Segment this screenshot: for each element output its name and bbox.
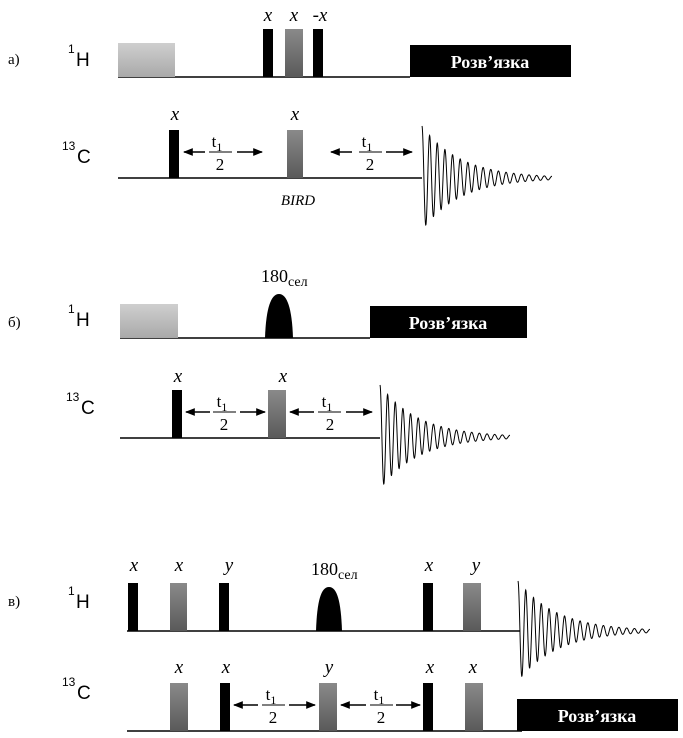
h1-decoupling-label: Розв’язка bbox=[451, 52, 530, 72]
c13-decoupling-block bbox=[517, 699, 678, 731]
c13-pulse-180 bbox=[465, 683, 483, 731]
c13-pulse-180-y bbox=[319, 683, 337, 731]
h1-label-sup: 1 bbox=[68, 302, 75, 316]
t1-label: t1 bbox=[266, 685, 277, 707]
h1-presaturation-block bbox=[118, 43, 175, 77]
c13-label-elem: C bbox=[77, 683, 91, 704]
c13-pulse-90 bbox=[172, 390, 182, 438]
h1-selective-label: 180сел bbox=[311, 559, 358, 583]
h1-phase-3: -x bbox=[313, 5, 328, 26]
t1-label: t1 bbox=[374, 685, 385, 707]
t1-label: t1 bbox=[322, 392, 333, 414]
t1-label: t1 bbox=[217, 392, 228, 414]
c13-phase-2: x bbox=[221, 657, 231, 678]
half-den: 2 bbox=[220, 415, 229, 434]
h1-label-sup: 1 bbox=[68, 42, 75, 56]
panel-b: б) 1 H 180сел Розв’язка 13 C x x t1 2 t1… bbox=[8, 266, 527, 485]
half-den: 2 bbox=[216, 155, 225, 174]
h1-label-elem: H bbox=[76, 592, 90, 613]
c13-label-elem: C bbox=[81, 398, 95, 419]
h1-selective-pulse bbox=[316, 587, 342, 631]
c13-decoupling-label: Розв’язка bbox=[558, 706, 637, 726]
c13-phase-4: x bbox=[425, 657, 435, 678]
c13-phase-2: x bbox=[278, 366, 288, 387]
h1-phase-5: y bbox=[470, 555, 481, 576]
h1-phase-2: x bbox=[289, 5, 299, 26]
panel-b-letter: б) bbox=[8, 315, 21, 331]
h1-pulse-180 bbox=[285, 29, 303, 77]
c13-phase-5: x bbox=[468, 657, 478, 678]
h1-pulse-180-y bbox=[463, 583, 481, 631]
c13-phase-3: y bbox=[323, 657, 334, 678]
panel-a: а) 1 H x x -x Розв’язка 13 C x x t1 2 t1… bbox=[8, 5, 571, 226]
c13-pulse-90 bbox=[423, 683, 433, 731]
c13-label-sup: 13 bbox=[62, 139, 76, 153]
h1-selective-label: 180сел bbox=[261, 266, 308, 290]
half-den: 2 bbox=[326, 415, 335, 434]
h1-phase-3: y bbox=[223, 555, 234, 576]
half-den: 2 bbox=[377, 708, 386, 727]
h1-decoupling-block bbox=[410, 45, 571, 77]
t1-label: t1 bbox=[212, 132, 223, 154]
h1-selective-pulse bbox=[265, 294, 293, 338]
h1-pulse-90-y bbox=[219, 583, 229, 631]
c13-pulse-180 bbox=[268, 390, 286, 438]
h1-pulse-90 bbox=[423, 583, 433, 631]
panel-c: в) 1 H x x y 180сел x y 13 C x x y x x t… bbox=[8, 555, 678, 732]
c13-pulse-90 bbox=[220, 683, 230, 731]
half-den: 2 bbox=[269, 708, 278, 727]
c13-phase-1: x bbox=[173, 366, 183, 387]
panel-c-letter: в) bbox=[8, 594, 20, 610]
h1-decoupling-label: Розв’язка bbox=[409, 313, 488, 333]
h1-pulse-180 bbox=[170, 583, 187, 631]
c13-pulse-180 bbox=[170, 683, 188, 731]
fid-signal bbox=[421, 125, 553, 226]
c13-label-sup: 13 bbox=[66, 390, 80, 404]
h1-presaturation-block bbox=[120, 304, 178, 338]
h1-phase-2: x bbox=[174, 555, 184, 576]
half-den: 2 bbox=[366, 155, 375, 174]
h1-label-elem: H bbox=[76, 310, 90, 331]
c13-phase-2: x bbox=[290, 104, 300, 125]
h1-phase-4: x bbox=[424, 555, 434, 576]
c13-label-elem: C bbox=[77, 147, 91, 168]
c13-pulse-180 bbox=[287, 130, 303, 178]
bird-label: BIRD bbox=[281, 193, 315, 209]
c13-phase-1: x bbox=[174, 657, 184, 678]
h1-pulse-90-minus bbox=[313, 29, 323, 77]
fid-signal bbox=[379, 384, 511, 485]
h1-label-elem: H bbox=[76, 50, 90, 71]
c13-phase-1: x bbox=[170, 104, 180, 125]
h1-label-sup: 1 bbox=[68, 584, 75, 598]
fid-signal bbox=[517, 580, 651, 678]
h1-decoupling-block bbox=[370, 306, 527, 338]
h1-phase-1: x bbox=[263, 5, 273, 26]
h1-phase-1: x bbox=[129, 555, 139, 576]
h1-pulse-90 bbox=[263, 29, 273, 77]
c13-label-sup: 13 bbox=[62, 675, 76, 689]
h1-pulse-90 bbox=[128, 583, 138, 631]
panel-a-letter: а) bbox=[8, 52, 20, 68]
c13-pulse-90 bbox=[169, 130, 179, 178]
t1-label: t1 bbox=[362, 132, 373, 154]
